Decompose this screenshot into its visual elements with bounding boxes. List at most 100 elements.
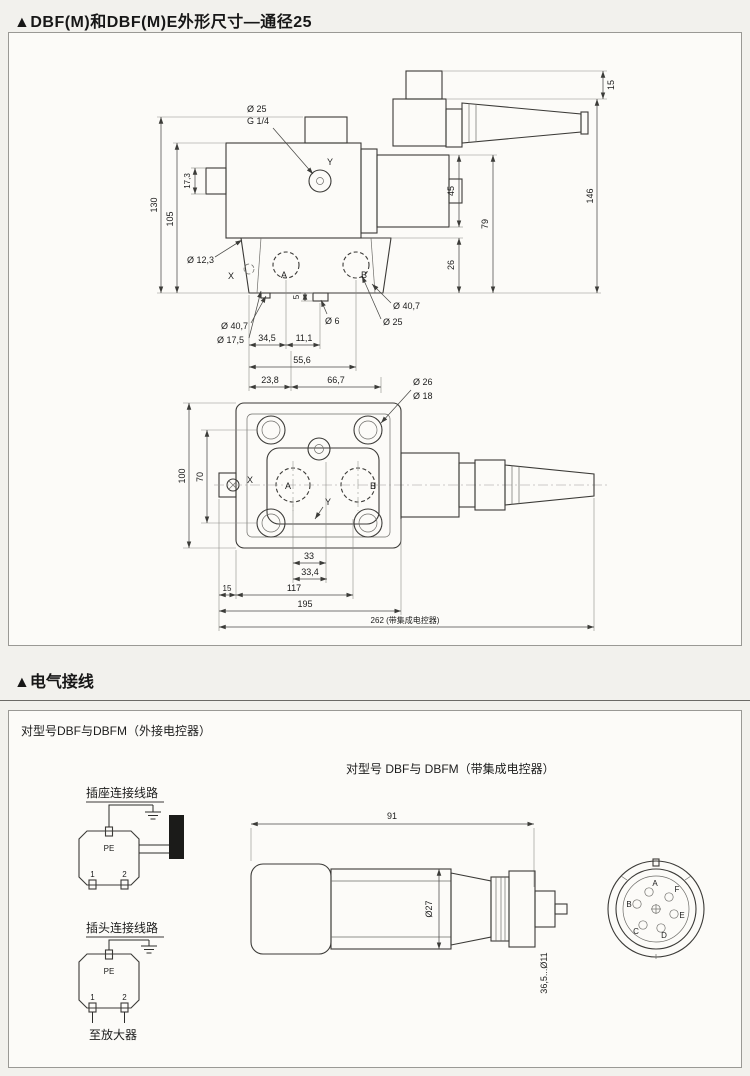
cable-gland-cone	[461, 102, 582, 144]
port-dia-label: Ø 25	[247, 104, 267, 114]
socket-diagram-title: 插座连接线路	[86, 785, 158, 800]
dim-26: 26	[446, 260, 456, 270]
port-b-hidden-circle	[342, 251, 370, 279]
wiring-left-header: 对型号DBF与DBFM（外接电控器）	[21, 723, 211, 738]
plug-connection-diagram: 插头连接线路 PE 1 2 至放大器	[78, 920, 164, 1042]
pin-pe-center	[651, 904, 661, 914]
pin-b-label: B	[626, 900, 631, 909]
dia-25-bottom: Ø 25	[383, 317, 403, 327]
dia-27: Ø27	[424, 900, 434, 917]
top-view-labels: Ø 26 Ø 18 100 70 X A B Y 33 33,4 15 117 …	[177, 377, 440, 625]
x-port-label: X	[228, 271, 234, 281]
socket-pin-1	[88, 879, 97, 890]
pin-a-label: A	[652, 879, 658, 888]
center-boss	[266, 447, 380, 525]
dia-40-7-right: Ø 40,7	[393, 301, 420, 311]
dim-15-bottom: 15	[223, 584, 232, 593]
dim-146: 146	[585, 188, 595, 203]
gauge-port-circle	[308, 169, 332, 193]
dim-70: 70	[195, 472, 205, 482]
dim-34-5: 34,5	[258, 333, 276, 343]
socket-connection-diagram: 插座连接线路 PE 1 2	[78, 785, 184, 890]
y-label-top: Y	[325, 497, 331, 507]
socket-pe-label: PE	[104, 844, 115, 853]
dim-117: 117	[287, 583, 301, 593]
face-inner-ring	[615, 868, 697, 950]
top-port-block	[304, 116, 348, 144]
earth-symbol-plug	[141, 940, 157, 954]
port-a-hidden-circle	[272, 251, 300, 279]
pin-c-label: C	[633, 927, 639, 936]
dim-45: 45	[446, 186, 456, 196]
knurled-shell	[250, 863, 332, 955]
dim-17-3: 17,3	[183, 173, 192, 189]
cable-block	[169, 815, 184, 859]
side-view-labels: Ø 25 G 1/4 Y 130 105 17,3 Ø 12,3 X A B 4…	[149, 80, 616, 385]
side-view	[205, 70, 589, 302]
socket-pin1-label: 1	[90, 870, 95, 879]
a-port-label: A	[281, 270, 287, 280]
y-port-label: Y	[327, 157, 333, 167]
connector-face-view: A F B E C D	[607, 858, 705, 959]
section-divider	[0, 700, 750, 701]
dia-6: Ø 6	[325, 316, 340, 326]
dim-130: 130	[149, 197, 159, 212]
dim-11-1: 11,1	[296, 333, 313, 343]
dim-262: 262 (带集成电控器)	[371, 615, 440, 625]
top-view	[214, 402, 609, 549]
pin-c	[638, 920, 648, 930]
dim-33: 33	[304, 551, 314, 561]
cable-clamp	[405, 70, 443, 100]
dim-33-4: 33,4	[301, 567, 319, 577]
plug-diagram-title: 插头连接线路	[86, 920, 158, 935]
cone-tip	[580, 111, 589, 135]
solenoid-flange	[360, 148, 378, 234]
wiring-svg: 对型号DBF与DBFM（外接电控器） 对型号 DBF与 DBFM（带集成电控器）…	[21, 723, 705, 1042]
knurled-nut	[508, 870, 536, 948]
wiring-right-header: 对型号 DBF与 DBFM（带集成电控器）	[346, 761, 555, 776]
socket-body	[78, 830, 140, 886]
y-port-circle	[307, 437, 331, 461]
solenoid-connector-block	[392, 98, 447, 147]
dim-91: 91	[387, 811, 397, 821]
plug-body	[78, 953, 140, 1009]
dim-23-8: 23,8	[261, 375, 279, 385]
dia-26: Ø 26	[413, 377, 433, 387]
dim-55-6: 55,6	[293, 355, 311, 365]
port-x-hidden-circle	[243, 263, 255, 275]
wiring-box: 对型号DBF与DBFM（外接电控器） 对型号 DBF与 DBFM（带集成电控器）…	[8, 710, 742, 1068]
b-port-label: B	[361, 270, 367, 280]
dim-100: 100	[177, 468, 187, 483]
dim-66-7: 66,7	[327, 375, 345, 385]
plug-pe-label: PE	[104, 967, 115, 976]
dim-105: 105	[165, 211, 175, 226]
connector-neck	[445, 108, 463, 148]
dia-18: Ø 18	[413, 391, 433, 401]
pin-d-label: D	[661, 931, 667, 940]
dia-17-5: Ø 17,5	[217, 335, 244, 345]
plug-pin2-label: 2	[122, 993, 127, 1002]
dim-195: 195	[297, 599, 312, 609]
pin-f-label: F	[675, 885, 680, 894]
socket-pin-2	[120, 879, 129, 890]
pin-e	[669, 909, 679, 919]
dimension-drawing-svg: Ø 25 G 1/4 Y 130 105 17,3 Ø 12,3 X A B 4…	[149, 70, 616, 631]
pin-a	[644, 887, 654, 897]
pin-b	[632, 899, 642, 909]
key-slot	[652, 858, 660, 867]
pin-d	[656, 923, 666, 933]
thread-section	[490, 876, 510, 942]
locating-stud	[312, 292, 329, 302]
plug-pin1-label: 1	[90, 993, 95, 1002]
dim-36-5: 36,5...Ø11	[539, 952, 549, 993]
dia-40-7-left: Ø 40,7	[221, 321, 248, 331]
connector-tip	[534, 890, 556, 928]
pin-e-label: E	[679, 911, 684, 920]
manual-override	[448, 178, 463, 204]
dim-15: 15	[606, 80, 616, 90]
dia-12-3: Ø 12,3	[187, 255, 214, 265]
a-label-top: A	[285, 481, 291, 491]
valve-body-side	[225, 142, 362, 239]
dim-5: 5	[292, 294, 301, 299]
contact-pin	[554, 903, 568, 915]
